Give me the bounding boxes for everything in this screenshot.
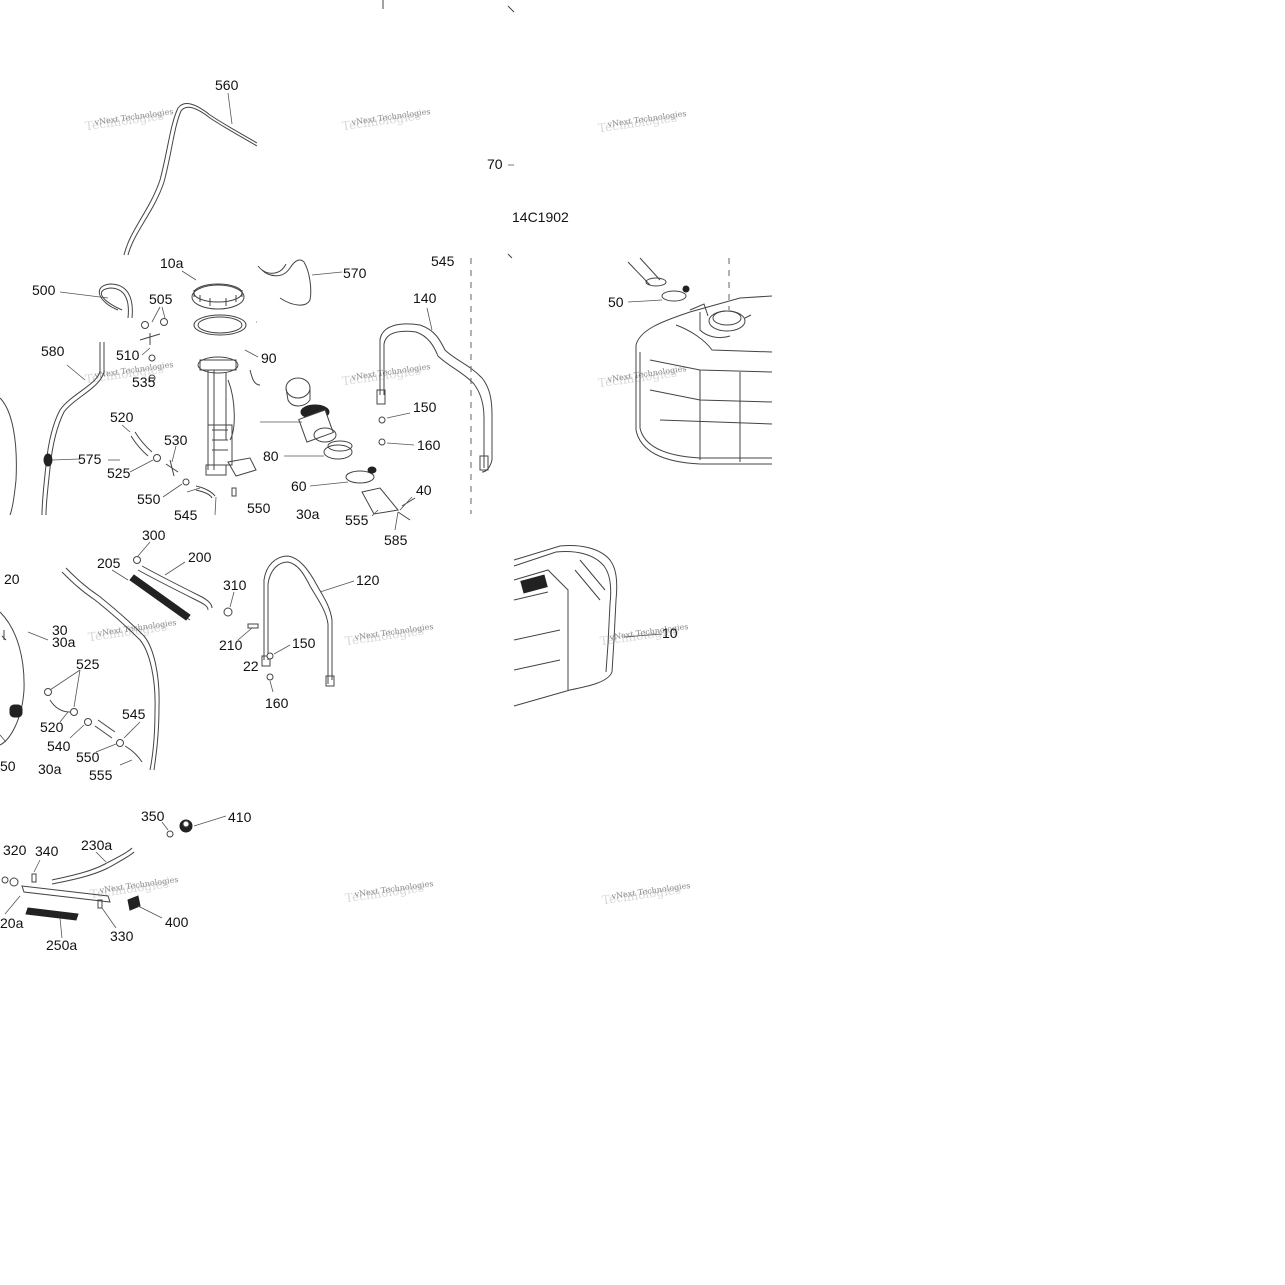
callout-525: 525 bbox=[76, 656, 100, 672]
callout-150: 150 bbox=[292, 635, 316, 651]
callout-575: 575 bbox=[78, 451, 102, 467]
callout-220: 22 bbox=[243, 658, 259, 674]
nut-icon bbox=[378, 438, 386, 446]
callout-30a: 30a bbox=[38, 761, 62, 777]
callout-160: 160 bbox=[265, 695, 289, 711]
callout-540: 540 bbox=[47, 738, 71, 754]
callout-520: 520 bbox=[110, 409, 134, 425]
callout-205: 205 bbox=[97, 555, 121, 571]
callout-555: 555 bbox=[89, 767, 113, 783]
callout-80: 80 bbox=[263, 448, 279, 464]
top-tile bbox=[123, 0, 515, 256]
seal-ring-icon bbox=[193, 314, 247, 336]
callout-570: 570 bbox=[343, 265, 367, 281]
callout-250a: 250a bbox=[46, 937, 77, 953]
callout-320: 320 bbox=[3, 842, 27, 858]
valve-icon bbox=[127, 895, 141, 911]
callout-60: 60 bbox=[291, 478, 307, 494]
callout-310: 310 bbox=[223, 577, 247, 593]
vent-tile bbox=[1, 815, 227, 939]
callout-560: 560 bbox=[215, 77, 239, 93]
callout-535: 535 bbox=[132, 374, 156, 390]
callout-220a: 20a bbox=[0, 915, 24, 931]
callout-20: 20 bbox=[4, 571, 20, 587]
callout-550: 550 bbox=[137, 491, 161, 507]
barcode-label-icon bbox=[520, 574, 548, 594]
callout-50: 50 bbox=[0, 758, 16, 774]
callout-150: 150 bbox=[413, 399, 437, 415]
callout-500: 500 bbox=[32, 282, 56, 298]
clamp-icon bbox=[323, 444, 353, 460]
callout-230a: 230a bbox=[81, 837, 112, 853]
callout-555: 550 bbox=[247, 500, 271, 516]
fuel-tank-icon bbox=[627, 257, 773, 465]
diagram-code: 14C1902 bbox=[512, 209, 569, 225]
callout-210: 210 bbox=[219, 637, 243, 653]
fitting-icon bbox=[223, 607, 233, 617]
tank-strap-icon bbox=[261, 555, 335, 687]
callout-90: 90 bbox=[261, 350, 277, 366]
callout-410: 410 bbox=[228, 809, 252, 825]
fuel-tank-body-icon bbox=[513, 545, 663, 707]
callout-350: 350 bbox=[141, 808, 165, 824]
callout-520: 520 bbox=[40, 719, 64, 735]
filler-cap-icon bbox=[285, 377, 311, 407]
lines-tile bbox=[0, 541, 355, 771]
callout-140: 140 bbox=[413, 290, 437, 306]
callout-505: 505 bbox=[149, 291, 173, 307]
callout-10: 10 bbox=[662, 625, 678, 641]
callout-530: 530 bbox=[164, 432, 188, 448]
clamp-icon bbox=[43, 453, 53, 467]
callout-160: 160 bbox=[417, 437, 441, 453]
callout-50: 50 bbox=[608, 294, 624, 310]
callout-labels: 560 70 10a 570 545 140 50 500 505 580 51… bbox=[0, 77, 678, 953]
callout-340: 340 bbox=[35, 843, 59, 859]
callout-555: 555 bbox=[345, 512, 369, 528]
callout-545: 545 bbox=[174, 507, 198, 523]
callout-525: 525 bbox=[107, 465, 131, 481]
callout-400: 400 bbox=[165, 914, 189, 930]
callout-510: 510 bbox=[116, 347, 140, 363]
clamp-icon bbox=[345, 470, 375, 484]
fitting-icon bbox=[9, 877, 19, 887]
fitting-icon bbox=[160, 318, 168, 326]
callout-585: 585 bbox=[384, 532, 408, 548]
lock-ring-icon bbox=[191, 284, 245, 310]
fitting-icon bbox=[153, 454, 161, 462]
callout-545: 545 bbox=[431, 253, 455, 269]
tank-strap-icon bbox=[376, 323, 493, 473]
callout-330: 330 bbox=[110, 928, 134, 944]
callout-580: 580 bbox=[41, 343, 65, 359]
fuel-pump-icon bbox=[197, 356, 257, 477]
fitting-icon bbox=[141, 321, 149, 329]
callout-200: 200 bbox=[188, 549, 212, 565]
callout-10a: 10a bbox=[160, 255, 184, 271]
callout-30a: 30a bbox=[52, 634, 76, 650]
callout-120: 120 bbox=[356, 572, 380, 588]
pump-tile bbox=[0, 253, 513, 531]
callout-545: 545 bbox=[122, 706, 146, 722]
callout-30: 30 bbox=[52, 622, 68, 638]
callout-40: 40 bbox=[416, 482, 432, 498]
callout-30a: 30a bbox=[296, 506, 320, 522]
filler-neck-icon bbox=[298, 404, 337, 443]
callout-70: 70 bbox=[487, 156, 503, 172]
callout-300: 300 bbox=[142, 527, 166, 543]
nut-icon bbox=[266, 652, 274, 660]
nut-icon bbox=[266, 673, 274, 681]
callout-550: 550 bbox=[76, 749, 100, 765]
nut-icon bbox=[378, 416, 386, 424]
